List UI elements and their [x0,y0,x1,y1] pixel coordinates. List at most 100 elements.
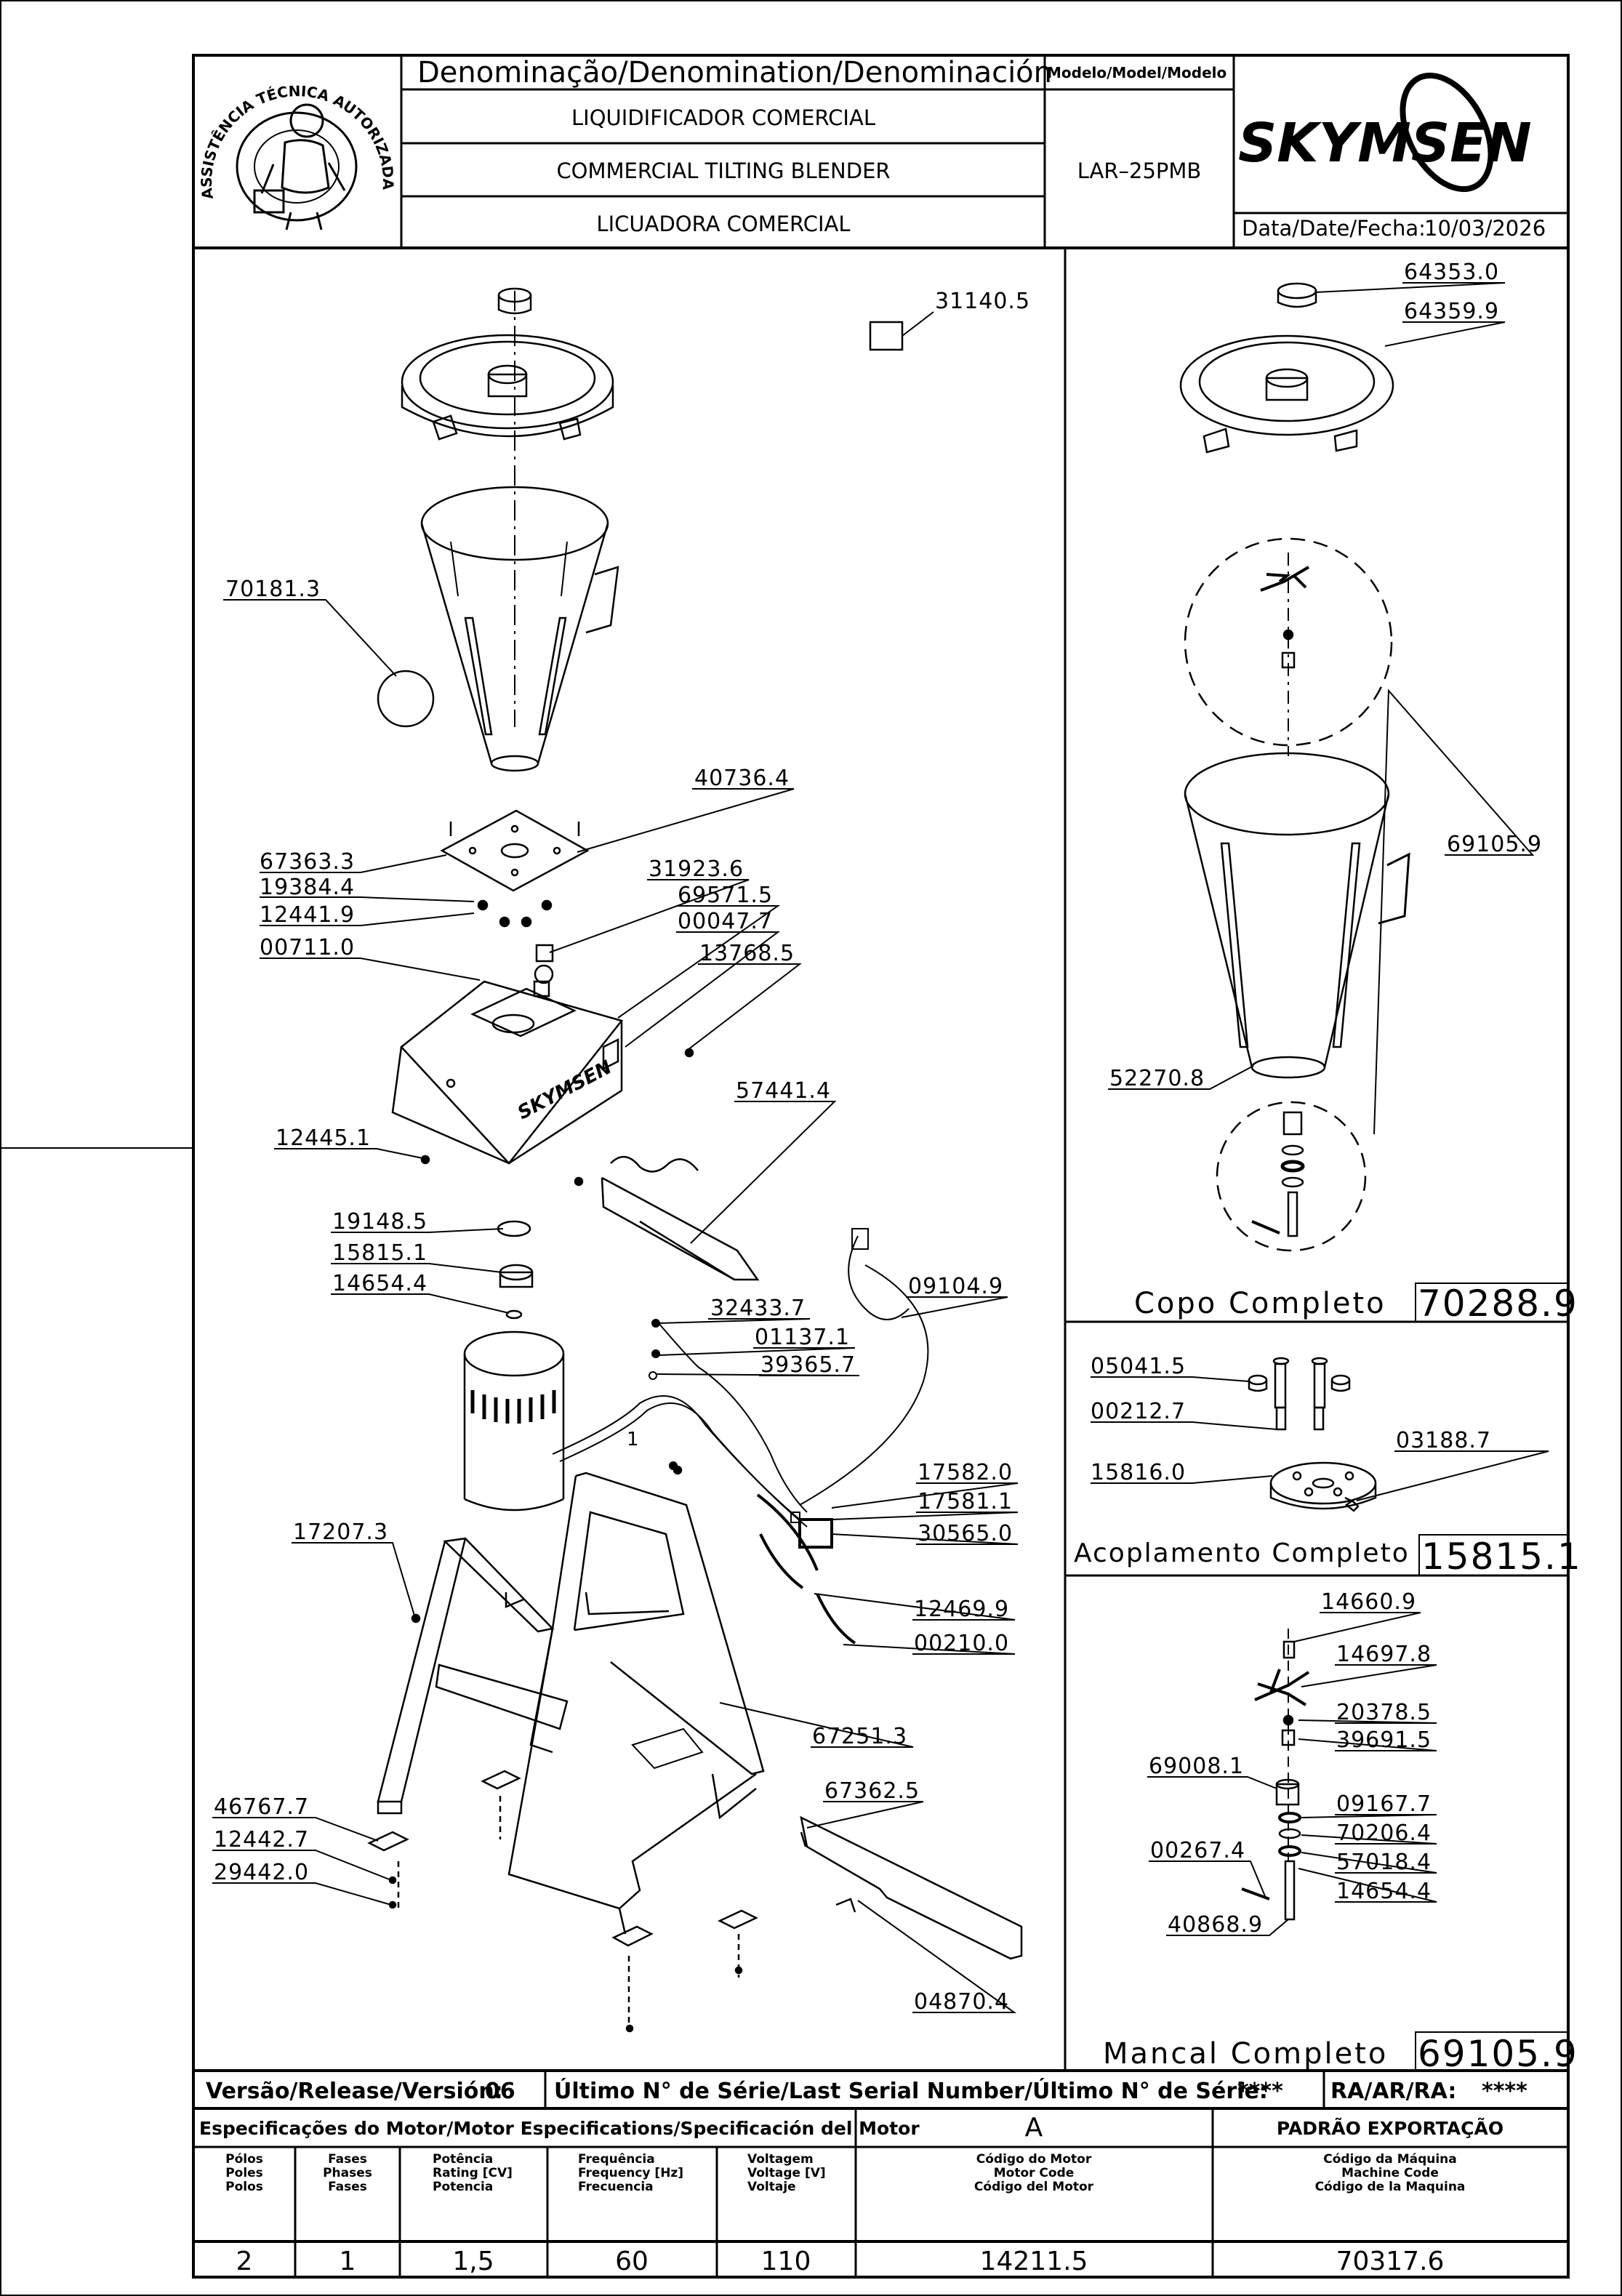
part-number: 04870.4 [914,1989,1009,2015]
part-number: 70206.4 [1336,1821,1432,1846]
base-frame [377,1472,765,1935]
part-number: 00711.0 [260,935,355,960]
serial-label: Último N° de Série/Last Serial Number/Úl… [554,2077,1268,2104]
col-freq-es: Frecuencia [578,2180,654,2194]
copo-title: Copo Completo [1134,1287,1386,1320]
callout-circle [377,670,435,728]
part-number: 67362.5 [824,1778,920,1804]
part-number: 00047.7 [678,909,773,934]
col-freq-pt: Frequência [578,2152,655,2167]
part-number: 00267.4 [1150,1838,1245,1863]
product-name-en: COMMERCIAL TILTING BLENDER [556,158,890,183]
col-machine-en: Machine Code [1341,2166,1439,2180]
col-motor-es: Código del Motor [974,2180,1094,2194]
part-number: 20378.5 [1336,1700,1432,1725]
col-volt-es: Voltaje [747,2180,796,2194]
part-number: 69571.5 [678,883,773,908]
part-number: 69105.9 [1447,832,1542,857]
standard: PADRÃO EXPORTAÇÃO [1277,2118,1503,2139]
col-power-pt: Potência [433,2152,493,2167]
part-number: 09167.7 [1336,1791,1432,1817]
ra-value: **** [1482,2079,1527,2104]
frequency-value: 60 [615,2247,649,2276]
part-number: 17581.1 [918,1489,1013,1514]
cable-ties [756,1493,856,1645]
svg-text:1: 1 [627,1429,639,1450]
col-power-es: Potencia [433,2180,493,2194]
product-name-es: LICUADORA COMERCIAL [596,212,850,236]
lid-knob [497,287,532,315]
part-number: 14697.8 [1336,1642,1432,1667]
part-number: 67251.3 [812,1724,907,1749]
model-number: LAR–25PMB [1077,158,1202,183]
jar [420,486,619,772]
part-number: 29442.0 [214,1860,309,1885]
exploded-view: SKYMSEN [367,287,1023,2033]
motor-spec-label: Especificações do Motor/Motor Especifica… [199,2118,920,2139]
part-number: 64359.9 [1404,299,1499,324]
part-number: 67363.3 [260,849,355,875]
part-number: 15815.1 [332,1240,427,1266]
skymsen-logo: SKYMSEN [1238,72,1532,193]
voltage-value: 110 [761,2247,811,2276]
authorized-service-stamp: ASSISTÊNCIA TÉCNICA AUTORIZADA [198,82,397,230]
copo-code: 70288.9 [1418,1283,1578,1325]
date-value: 10/03/2026 [1424,216,1546,241]
part-number: 17582.0 [918,1460,1013,1485]
acoplamento-drawing [1248,1357,1377,1512]
date-label: Data/Date/Fecha: [1242,216,1426,241]
adapter-plate [440,809,590,928]
part-number: 32433.7 [710,1296,806,1321]
col-phases-es: Fases [328,2180,367,2194]
lid [401,334,614,441]
part-number: 05041.5 [1091,1354,1186,1379]
wiring: 1 [552,1228,929,1549]
col-freq-en: Frequency [Hz] [578,2166,683,2180]
part-number: 12445.1 [276,1125,371,1151]
denomination-label: Denominação/Denomination/Denominación [417,56,1052,89]
part-number: 13768.5 [699,941,795,966]
svg-text:SKYMSEN: SKYMSEN [514,1056,616,1124]
serial-value: **** [1237,2079,1283,2104]
revision: A [1025,2113,1043,2143]
part-number: 19148.5 [332,1209,427,1235]
part-number: 14660.9 [1321,1589,1416,1615]
model-label: Modelo/Model/Modelo [1047,64,1226,81]
mancal-drawing [1241,1629,1310,1921]
leader-lines [212,282,1549,2013]
poles-value: 2 [236,2247,253,2276]
part-number: 31923.6 [649,856,744,882]
ra-label: RA/AR/RA: [1330,2079,1456,2104]
release-label: Versão/Release/Versión: [206,2079,503,2104]
part-number: 00212.7 [1091,1399,1186,1424]
part-number: 00210.0 [914,1631,1009,1656]
tilt-rail [800,1815,1023,1960]
motor [463,1330,565,1512]
part-number: 12442.7 [214,1827,309,1853]
small-part [869,321,904,351]
col-volt-pt: Voltagem [747,2152,814,2167]
part-number: 19384.4 [260,875,355,900]
col-phases-en: Phases [323,2166,372,2180]
motor-code-value: 14211.5 [980,2247,1088,2276]
main-part-labels: 31140.5 70181.3 40736.4 67363.3 19384.4 … [214,289,1030,2015]
part-number: 40736.4 [694,766,790,791]
part-number: 46767.7 [214,1794,309,1820]
col-volt-en: Voltage [V] [747,2166,826,2180]
part-number: 31140.5 [935,289,1030,314]
part-number: 39365.7 [760,1352,856,1378]
svg-text:SKYMSEN: SKYMSEN [1238,112,1532,174]
col-motor-pt: Código do Motor [976,2152,1092,2167]
jar-support [574,1156,760,1281]
part-number: 09104.9 [908,1274,1003,1299]
col-motor-en: Motor Code [994,2166,1075,2180]
product-name-pt: LIQUIDIFICADOR COMERCIAL [571,105,875,130]
motor-housing: SKYMSEN [391,944,694,1165]
col-poles-es: Polos [225,2180,263,2194]
part-number: 52270.8 [1109,1066,1205,1091]
acoplamento-code: 15815.1 [1421,1536,1582,1578]
part-number: 57441.4 [736,1078,831,1104]
mancal-title: Mancal Completo [1103,2037,1388,2071]
